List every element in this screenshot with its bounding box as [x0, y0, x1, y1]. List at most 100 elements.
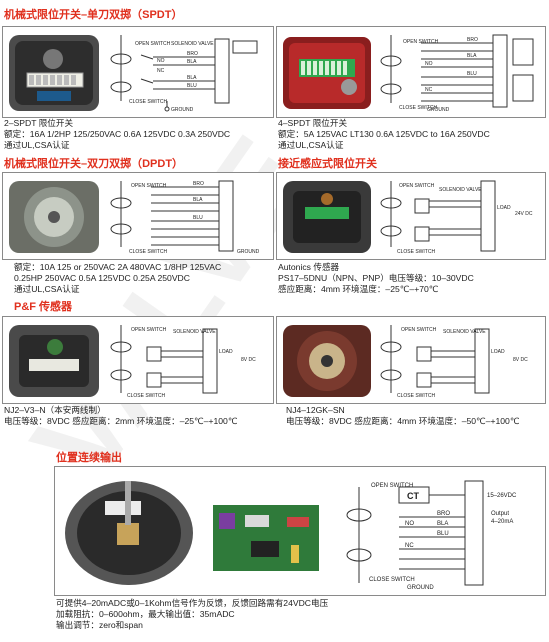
caption-p1: 2–SPDT 限位开关 额定：16A 1/2HP 125/250VAC 0.6A…: [4, 118, 230, 151]
caption-line: 可提供4–20mADC或0–1Kohm信号作为反馈，反馈回路需有24VDC电压: [56, 598, 329, 608]
section-title-proximity: 接近感应式限位开关: [278, 158, 377, 170]
ground-label: GROUND: [407, 585, 434, 591]
wire-bla-label: BLA: [467, 53, 477, 59]
wire-blu-label: BLU: [437, 531, 449, 537]
caption-line: 加载阻抗：0–600ohm，最大输出值：35mADC: [56, 609, 235, 619]
solenoid-label: SOLENOID VALVE: [173, 329, 216, 335]
panel-2spdt: OPEN SWITCH CLOSE SWITCH SOLENOID VALVE …: [2, 26, 274, 118]
wiring-diagram: OPEN SWITCH CLOSE SWITCH BRO BLA BLU GRO…: [107, 177, 269, 260]
output-range-label: 15–26VDC: [487, 493, 517, 499]
section-title-dpdt: 机械式限位开关–双刀双掷（DPDT）: [4, 158, 184, 170]
wiring-diagram: OPEN SWITCH CLOSE SWITCH SOLENOID VALVE …: [377, 321, 541, 404]
panel-nj4: OPEN SWITCH CLOSE SWITCH SOLENOID VALVE …: [276, 316, 546, 404]
solenoid-label: SOLENOID VALVE: [439, 187, 482, 193]
no-label: NO: [425, 61, 433, 67]
close-switch-label: CLOSE SWITCH: [397, 393, 435, 399]
wiring-diagram: OPEN SWITCH CLOSE SWITCH BRO BLA BLU NO …: [377, 31, 539, 118]
wire-bla2-label: BLA: [187, 75, 197, 81]
no-label: NO: [405, 521, 414, 527]
wire-bla-label: BLA: [437, 521, 448, 527]
caption-line: Autonics 传感器: [278, 262, 340, 272]
caption-p3: 额定：10A 125 or 250VAC 2A 480VAC 1/8HP 125…: [14, 262, 221, 295]
open-switch-label: OPEN SWITCH: [131, 327, 167, 333]
caption-line: 通过UL,CSA认证: [4, 140, 70, 150]
caption-line: 0.25HP 250VAC 0.5A 125VDC 0.25A 250VDC: [14, 273, 190, 283]
section-title-position-output: 位置连续输出: [56, 452, 122, 464]
section-title-spdt: 机械式限位开关–单刀双掷（SPDT）: [4, 9, 183, 21]
switch-photo: [283, 37, 371, 109]
caption-line: 通过UL,CSA认证: [14, 284, 80, 294]
close-switch-label: CLOSE SWITCH: [127, 393, 165, 399]
open-switch-label: OPEN SWITCH: [371, 483, 413, 489]
panel-nj2: OPEN SWITCH CLOSE SWITCH SOLENOID VALVE …: [2, 316, 274, 404]
caption-line: NJ4–12GK–SN: [286, 405, 345, 415]
sensor-photo: [283, 181, 371, 253]
caption-line: PS17–5DNU（NPN、PNP）电压等级：10–30VDC: [278, 273, 474, 283]
caption-p5: NJ2–V3–N（本安两线制） 电压等级：8VDC 感应距离：2mm 环境温度：…: [4, 405, 237, 427]
wire-bro-label: BRO: [437, 511, 450, 517]
open-switch-label: OPEN SWITCH: [403, 39, 439, 45]
panel-autonics: OPEN SWITCH CLOSE SWITCH SOLENOID VALVE …: [276, 172, 546, 260]
ground-label: GROUND: [237, 249, 260, 255]
solenoid-label: SOLENOID VALVE: [443, 329, 486, 335]
close-switch-label: CLOSE SWITCH: [369, 577, 415, 583]
wire-blu-label: BLU: [187, 83, 197, 89]
transmitter-photo: [65, 481, 193, 585]
wire-bro-label: BRO: [467, 37, 478, 43]
close-switch-label: CLOSE SWITCH: [129, 99, 167, 105]
caption-line: 额定：5A 125VAC LT130 0.6A 125VDC to 16A 25…: [278, 129, 490, 139]
caption-p4: Autonics 传感器 PS17–5DNU（NPN、PNP）电压等级：10–3…: [278, 262, 474, 295]
wiring-diagram: OPEN SWITCH CLOSE SWITCH CT BRO BLA BLU …: [341, 471, 539, 596]
wire-bla-label: BLA: [193, 197, 203, 203]
voltage-label: 8V DC: [513, 357, 528, 363]
no-label: NO: [157, 58, 165, 64]
caption-line: 感应距离：4mm 环境温度：–25℃–+70℃: [278, 284, 439, 294]
open-switch-label: OPEN SWITCH: [401, 327, 437, 333]
close-switch-label: CLOSE SWITCH: [399, 105, 437, 111]
close-switch-label: CLOSE SWITCH: [397, 249, 435, 255]
caption-line: 通过UL,CSA认证: [278, 140, 344, 150]
voltage-label: 8V DC: [241, 357, 256, 363]
wiring-diagram: OPEN SWITCH CLOSE SWITCH SOLENOID VALVE …: [377, 177, 541, 260]
output-label: Output: [491, 511, 509, 517]
circuit-board-photo: [213, 505, 319, 571]
ground-icon: [164, 106, 170, 112]
panel-4spdt: OPEN SWITCH CLOSE SWITCH BRO BLA BLU NO …: [276, 26, 546, 118]
ct-label: CT: [407, 491, 419, 501]
open-switch-label: OPEN SWITCH: [135, 41, 171, 47]
ground-label: GROUND: [427, 107, 450, 113]
wire-bro-label: BRO: [193, 181, 204, 187]
load-label: LOAD: [497, 205, 511, 211]
ground-label: GROUND: [171, 107, 194, 113]
close-switch-label: CLOSE SWITCH: [129, 249, 167, 255]
panel-dpdt: OPEN SWITCH CLOSE SWITCH BRO BLA BLU GRO…: [2, 172, 274, 260]
caption-line: 电压等级：8VDC 感应距离：4mm 环境温度：–50℃–+100℃: [286, 416, 520, 426]
wiring-diagram: OPEN SWITCH CLOSE SWITCH SOLENOID VALVE …: [107, 31, 269, 118]
solenoid-label: SOLENOID VALVE: [171, 41, 214, 47]
load-label: LOAD: [491, 349, 505, 355]
output-ma-label: 4–20mA: [491, 519, 513, 525]
wire-bro-label: BRO: [187, 51, 198, 57]
caption-p2: 4–SPDT 限位开关 额定：5A 125VAC LT130 0.6A 125V…: [278, 118, 490, 151]
caption-line: 电压等级：8VDC 感应距离：2mm 环境温度：–25℃–+100℃: [4, 416, 238, 426]
caption-line: NJ2–V3–N（本安两线制）: [4, 405, 106, 415]
switch-photo: [9, 35, 99, 111]
voltage-label: 24V DC: [515, 211, 533, 217]
caption-line: 4–SPDT 限位开关: [278, 118, 348, 128]
caption-line: 输出调节：zero和span: [56, 620, 143, 630]
switch-photo: [9, 181, 99, 253]
nc-label: NC: [425, 87, 433, 93]
wire-blu-label: BLU: [467, 71, 477, 77]
caption-p7: 可提供4–20mADC或0–1Kohm信号作为反馈，反馈回路需有24VDC电压 …: [56, 598, 328, 631]
nc-label: NC: [405, 543, 414, 549]
open-switch-label: OPEN SWITCH: [131, 183, 167, 189]
caption-line: 额定：16A 1/2HP 125/250VAC 0.6A 125VDC 0.3A…: [4, 129, 231, 139]
load-label: LOAD: [219, 349, 233, 355]
section-title-pf: P&F 传感器: [14, 301, 73, 313]
caption-line: 2–SPDT 限位开关: [4, 118, 74, 128]
caption-line: 额定：10A 125 or 250VAC 2A 480VAC 1/8HP 125…: [14, 262, 222, 272]
wiring-diagram: OPEN SWITCH CLOSE SWITCH SOLENOID VALVE …: [107, 321, 269, 404]
caption-p6: NJ4–12GK–SN 电压等级：8VDC 感应距离：4mm 环境温度：–50℃…: [286, 405, 519, 427]
nc-label: NC: [157, 68, 165, 74]
sensor-photo: [9, 325, 99, 397]
